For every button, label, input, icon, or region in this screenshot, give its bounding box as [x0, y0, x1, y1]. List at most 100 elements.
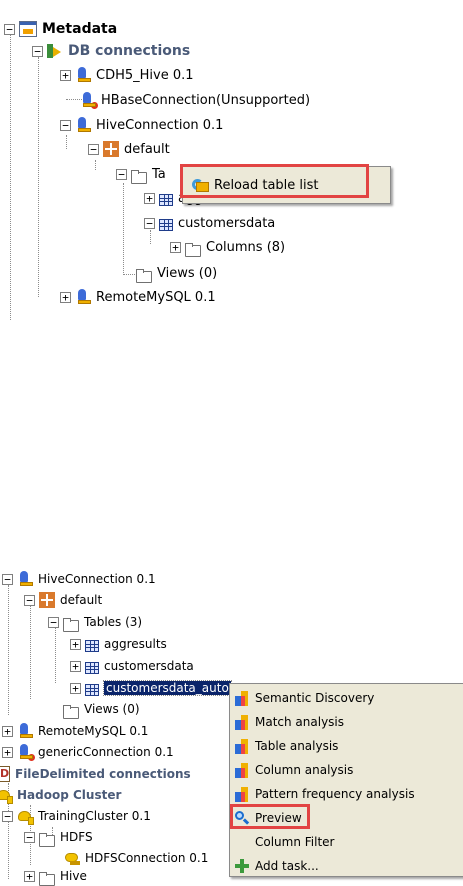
- tree-node-hive-folder[interactable]: + Hive: [24, 866, 87, 886]
- folder-icon: [136, 269, 152, 283]
- collapse-toggle[interactable]: −: [116, 168, 127, 180]
- connection-icon: [75, 117, 91, 133]
- tree-node-file-delimited[interactable]: FileDelimited connections: [0, 764, 191, 784]
- expand-toggle[interactable]: +: [2, 725, 13, 737]
- tree-node-metadata[interactable]: − Metadata: [4, 18, 117, 40]
- expand-toggle[interactable]: +: [60, 69, 71, 81]
- db-connections-icon: [47, 43, 63, 59]
- node-label: Ta: [152, 166, 166, 182]
- tree-node-views[interactable]: Views (0): [136, 262, 217, 284]
- menu-item-column-filter[interactable]: Column Filter: [230, 830, 463, 854]
- tree-node-customersdata[interactable]: − customersdata: [144, 212, 275, 234]
- expand-toggle[interactable]: +: [2, 746, 13, 758]
- collapse-toggle[interactable]: −: [32, 45, 43, 57]
- collapse-toggle[interactable]: −: [24, 831, 35, 843]
- tree-node-hdfs-connection[interactable]: HDFSConnection 0.1: [64, 848, 208, 868]
- table-icon: [85, 640, 99, 652]
- collapse-toggle[interactable]: −: [24, 594, 35, 606]
- node-label: customersdata: [178, 215, 276, 231]
- tree-node-hadoop-cluster[interactable]: Hadoop Cluster: [0, 785, 121, 805]
- connection-error-icon: [80, 92, 98, 109]
- collapse-toggle[interactable]: −: [4, 23, 15, 35]
- tree-node-customersdata[interactable]: + customersdata: [70, 656, 194, 676]
- node-label: CDH5_Hive 0.1: [96, 67, 194, 83]
- collapse-toggle[interactable]: −: [144, 217, 155, 229]
- node-label: default: [60, 593, 103, 607]
- expand-toggle[interactable]: +: [24, 870, 35, 882]
- connection-icon: [17, 723, 33, 739]
- collapse-toggle[interactable]: −: [2, 573, 13, 585]
- tree-node-customersdata-auto[interactable]: + customersdata_auto: [70, 678, 232, 698]
- menu-item-table-analysis[interactable]: Table analysis: [230, 734, 463, 758]
- hadoop-icon: [17, 808, 34, 825]
- analysis-icon: [234, 738, 250, 754]
- node-label: RemoteMySQL 0.1: [96, 289, 216, 305]
- menu-item-column-analysis[interactable]: Column analysis: [230, 758, 463, 782]
- tree-node-db-connections[interactable]: − DB connections: [32, 40, 190, 62]
- plus-icon: [234, 858, 250, 874]
- menu-item-semantic-discovery[interactable]: Semantic Discovery: [230, 686, 463, 710]
- context-menu-table: Semantic Discovery Match analysis Table …: [229, 683, 463, 877]
- menu-item-pattern-frequency[interactable]: Pattern frequency analysis: [230, 782, 463, 806]
- node-label: HDFSConnection 0.1: [85, 851, 209, 865]
- expand-toggle[interactable]: +: [70, 660, 81, 672]
- tree-node-generic-connection[interactable]: + genericConnection 0.1: [2, 742, 174, 762]
- node-label: customersdata: [104, 659, 194, 673]
- node-label: genericConnection 0.1: [38, 745, 174, 759]
- menu-item-label: Reload table list: [214, 177, 319, 193]
- menu-item-reload-table-list[interactable]: Reload table list: [183, 173, 390, 197]
- node-label: DB connections: [68, 43, 191, 59]
- analysis-icon: [234, 786, 250, 802]
- collapse-toggle[interactable]: −: [88, 143, 99, 155]
- connection-icon: [17, 571, 33, 587]
- folder-icon: [185, 243, 201, 257]
- analysis-icon: [234, 690, 250, 706]
- expand-toggle[interactable]: +: [70, 638, 81, 650]
- magnifier-icon: [234, 810, 250, 826]
- tree-node-hive-connection[interactable]: − HiveConnection 0.1: [60, 114, 223, 136]
- menu-item-label: Semantic Discovery: [255, 691, 375, 705]
- menu-item-match-analysis[interactable]: Match analysis: [230, 710, 463, 734]
- table-icon: [85, 662, 99, 674]
- tree-node-remote-mysql[interactable]: + RemoteMySQL 0.1: [2, 721, 148, 741]
- reload-icon: [191, 177, 209, 193]
- tree-node-tables[interactable]: − Tables (3): [48, 612, 142, 632]
- folder-icon: [39, 833, 55, 847]
- expand-toggle[interactable]: +: [70, 682, 81, 694]
- collapse-toggle[interactable]: −: [2, 810, 13, 822]
- expand-toggle[interactable]: +: [144, 192, 155, 204]
- tree-node-tables[interactable]: − Ta: [116, 163, 166, 185]
- menu-item-label: Table analysis: [255, 739, 339, 753]
- node-label: Columns (8): [206, 239, 286, 255]
- menu-item-preview[interactable]: Preview: [230, 806, 463, 830]
- highlight-box: [230, 804, 310, 829]
- node-label: HDFS: [60, 830, 93, 844]
- tree-node-training-cluster[interactable]: − TrainingCluster 0.1: [2, 806, 151, 826]
- tree-node-hdfs[interactable]: − HDFS: [24, 827, 93, 847]
- tree-node-default-schema[interactable]: − default: [24, 590, 102, 610]
- tree-node-hive-connection[interactable]: − HiveConnection 0.1: [2, 569, 156, 589]
- tree-node-views[interactable]: Views (0): [63, 699, 140, 719]
- node-label: RemoteMySQL 0.1: [38, 724, 149, 738]
- file-delimited-icon: [0, 766, 10, 782]
- table-icon: [159, 194, 173, 206]
- tree-node-aggresults[interactable]: + aggresults: [70, 634, 167, 654]
- tree-node-remote-mysql[interactable]: + RemoteMySQL 0.1: [60, 286, 216, 308]
- expand-toggle[interactable]: +: [60, 291, 71, 303]
- tree-node-default-schema[interactable]: − default: [88, 138, 170, 160]
- node-label: Tables (3): [84, 615, 143, 629]
- metadata-icon: [19, 21, 37, 37]
- menu-item-add-task[interactable]: Add task...: [230, 854, 463, 878]
- menu-item-label: Add task...: [255, 859, 319, 873]
- collapse-toggle[interactable]: −: [48, 616, 59, 628]
- table-icon: [85, 684, 99, 696]
- tree-node-columns[interactable]: + Columns (8): [170, 236, 285, 258]
- menu-item-label: Column Filter: [255, 835, 335, 849]
- collapse-toggle[interactable]: −: [60, 119, 71, 131]
- tree-node-cdh5-hive[interactable]: + CDH5_Hive 0.1: [60, 64, 194, 86]
- menu-item-label: Pattern frequency analysis: [255, 787, 415, 801]
- tree-node-hbase-connection[interactable]: HBaseConnection(Unsupported): [80, 89, 310, 111]
- node-label: Hadoop Cluster: [17, 788, 122, 802]
- expand-toggle[interactable]: +: [170, 241, 181, 253]
- menu-item-label: Column analysis: [255, 763, 354, 777]
